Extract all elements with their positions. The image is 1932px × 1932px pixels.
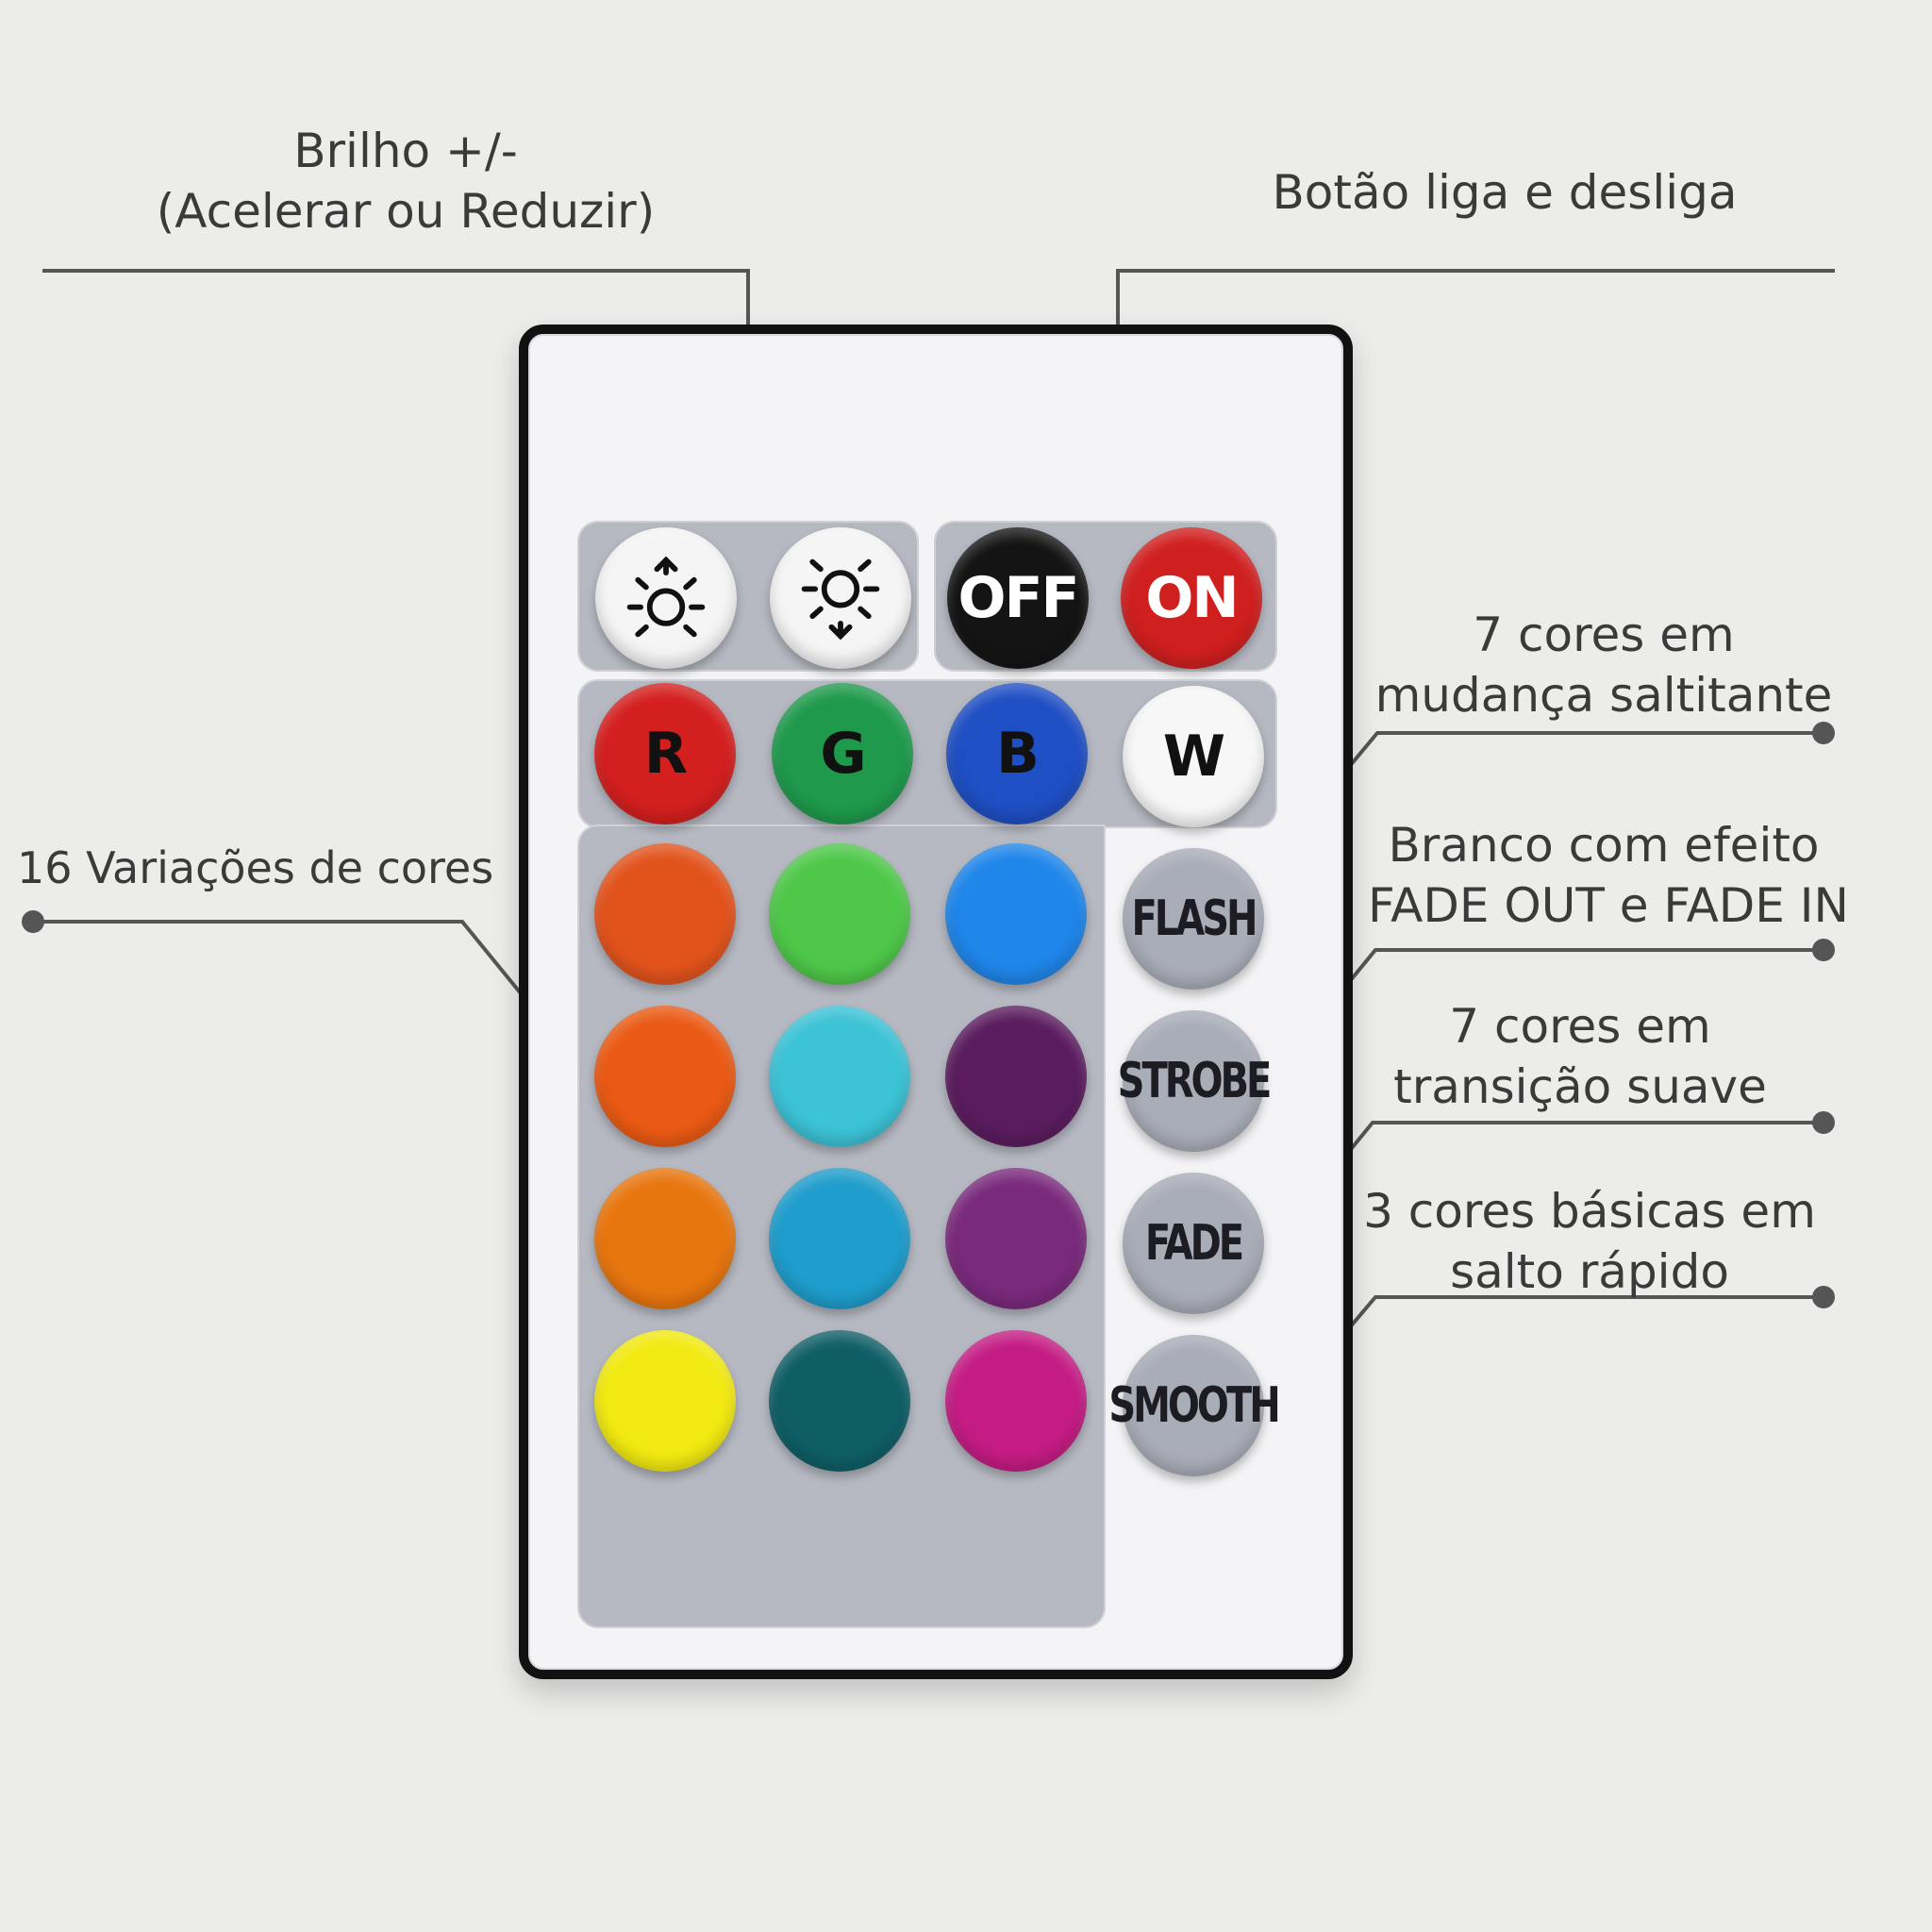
colors-leader [33,920,573,1057]
blue-button[interactable]: B [946,683,1088,824]
brightness-down-button[interactable] [770,527,911,669]
fade-label: 7 cores em transição suave [1393,999,1767,1114]
brightness-up-button[interactable] [595,527,737,669]
strobe-label-text: STROBE [1117,1053,1273,1109]
color-button-r1-c3[interactable] [945,843,1087,985]
colors-label: 16 Variações de cores [17,842,494,893]
on-button[interactable]: ON [1121,527,1262,669]
blue-label: B [996,721,1040,787]
off-button[interactable]: OFF [947,527,1089,669]
white-button[interactable]: W [1123,686,1264,827]
color-button-r3-c3[interactable] [945,1168,1087,1309]
color-button-r1-c1[interactable] [594,843,736,985]
fade-end-dot [1812,1111,1835,1134]
strobe-end-dot [1812,939,1835,961]
smooth-end-dot [1812,1286,1835,1308]
on-label: ON [1145,565,1239,631]
color-button-r3-c2[interactable] [769,1168,910,1309]
strobe-label: Branco com efeito FADE OUT e FADE IN [1368,818,1849,933]
color-button-r2-c1[interactable] [594,1006,736,1147]
colors-end-dot [22,910,44,933]
green-label: G [820,721,866,787]
color-button-r3-c1[interactable] [594,1168,736,1309]
color-button-r4-c2[interactable] [769,1330,910,1472]
remote-control: OFF ON R G B W FLASH STROBE [519,325,1353,1679]
red-label: R [643,721,688,787]
strobe-button[interactable]: STROBE [1118,1010,1272,1152]
sun-down-icon [801,558,880,641]
green-button[interactable]: G [772,683,913,824]
sun-up-icon [626,556,706,638]
color-button-r2-c3[interactable] [945,1006,1087,1147]
power-label: Botão liga e desliga [1272,165,1738,220]
brightness-label: Brilho +/- (Acelerar ou Reduzir) [156,124,656,239]
smooth-button[interactable]: SMOOTH [1108,1335,1281,1476]
flash-label-text: FLASH [1131,891,1257,947]
flash-button[interactable]: FLASH [1123,848,1264,990]
off-label: OFF [958,565,1080,631]
smooth-label-text: SMOOTH [1108,1377,1280,1434]
color-button-r4-c3[interactable] [945,1330,1087,1472]
fade-button[interactable]: FADE [1123,1173,1264,1314]
fade-label-text: FADE [1144,1215,1244,1272]
red-button[interactable]: R [594,683,736,824]
color-button-r4-c1[interactable] [594,1330,736,1472]
flash-end-dot [1812,722,1835,744]
white-label: W [1162,724,1225,790]
smooth-label: 3 cores básicas em salto rápido [1363,1184,1816,1299]
color-button-r2-c2[interactable] [769,1006,910,1147]
flash-label: 7 cores em mudança saltitante [1374,608,1833,723]
color-button-r1-c2[interactable] [769,843,910,985]
